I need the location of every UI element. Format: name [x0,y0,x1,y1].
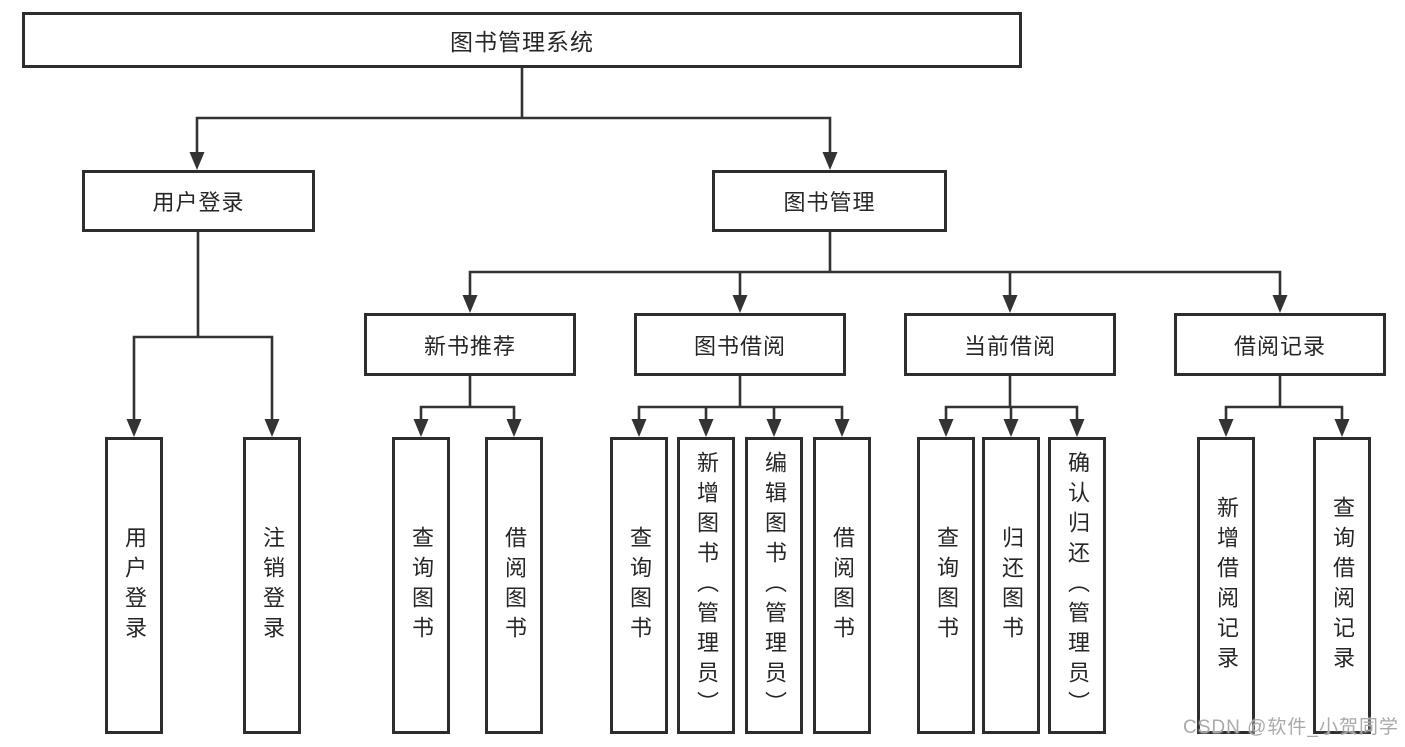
edge-book-management-children [462,230,1288,313]
node-label: 注销登录 [260,525,285,646]
connector-line [1224,374,1344,423]
leaf-query-books-borrow: 查询图书 [610,437,668,734]
node-label: 借阅图书 [830,525,855,646]
csdn-watermark: CSDN @软件_小贺同学 [1183,717,1399,738]
node-book-management: 图书管理 [712,170,947,232]
node-label: 图书管理 [783,190,876,215]
arrowhead-icon [822,152,838,170]
edge-borrow-records-children [1218,374,1350,437]
leaf-logout-login: 注销登录 [243,437,301,734]
arrowhead-icon [126,419,142,437]
node-label: 确认归还（管理员） [1065,450,1090,721]
node-label: 借阅记录 [1233,333,1326,359]
arrowhead-icon [462,295,478,313]
node-label: 查询图书 [934,525,959,646]
node-label: 查询借阅记录 [1330,495,1355,676]
node-label: 借阅图书 [502,525,527,646]
arrowhead-icon [1069,419,1085,437]
node-library-management-system: 图书管理系统 [22,12,1022,68]
arrowhead-icon [834,419,850,437]
leaf-add-borrow-record: 新增借阅记录 [1197,437,1255,734]
arrowhead-icon [1218,419,1234,437]
arrowhead-icon [698,419,714,437]
edge-current-borrow-children [938,374,1085,437]
node-label: 新书推荐 [423,333,516,359]
node-new-book-recommend: 新书推荐 [364,313,576,376]
edge-new-book-recommend-children [413,374,522,437]
arrowhead-icon [766,419,782,437]
arrowhead-icon [413,419,429,437]
node-book-borrow: 图书借阅 [634,313,846,376]
connector-line [195,65,832,156]
node-label: 查询图书 [627,525,652,646]
leaf-query-borrow-record: 查询借阅记录 [1313,437,1371,734]
node-label: 新增借阅记录 [1214,495,1239,676]
arrowhead-icon [1002,295,1018,313]
node-label: 图书借阅 [693,333,786,359]
edge-root-to-level2 [189,65,838,170]
node-label: 编辑图书（管理员） [762,450,787,721]
leaf-borrow-books-borrow: 借阅图书 [813,437,871,734]
node-current-borrow: 当前借阅 [904,313,1116,376]
leaf-user-login: 用户登录 [105,437,163,734]
node-label: 用户登录 [122,525,147,646]
edge-book-borrow-children [631,374,850,437]
arrowhead-icon [732,295,748,313]
connector-line [637,374,844,423]
node-label: 查询图书 [409,525,434,646]
leaf-query-books-current: 查询图书 [917,437,975,734]
node-label: 当前借阅 [963,333,1056,359]
leaf-query-books-recommend: 查询图书 [392,437,450,734]
leaf-borrow-books-recommend: 借阅图书 [485,437,543,734]
leaf-add-books-admin: 新增图书（管理员） [677,437,735,734]
connector-line [944,374,1079,423]
edge-user-login-children [126,230,280,437]
node-label: 图书管理系统 [450,29,594,55]
arrowhead-icon [189,152,205,170]
arrowhead-icon [1334,419,1350,437]
arrowhead-icon [631,419,647,437]
arrowhead-icon [1003,419,1019,437]
arrowhead-icon [938,419,954,437]
arrowhead-icon [506,419,522,437]
arrowhead-icon [264,419,280,437]
leaf-edit-books-admin: 编辑图书（管理员） [745,437,803,734]
leaf-confirm-return-admin: 确认归还（管理员） [1048,437,1106,734]
node-borrow-records: 借阅记录 [1174,313,1386,376]
connector-line [132,230,274,423]
node-label: 归还图书 [999,525,1024,646]
node-label: 用户登录 [152,190,245,215]
node-user-login-group: 用户登录 [82,170,315,232]
connector-line [419,374,516,423]
node-label: 新增图书（管理员） [694,450,719,721]
connector-line [468,230,1282,299]
arrowhead-icon [1272,295,1288,313]
leaf-return-books: 归还图书 [982,437,1040,734]
